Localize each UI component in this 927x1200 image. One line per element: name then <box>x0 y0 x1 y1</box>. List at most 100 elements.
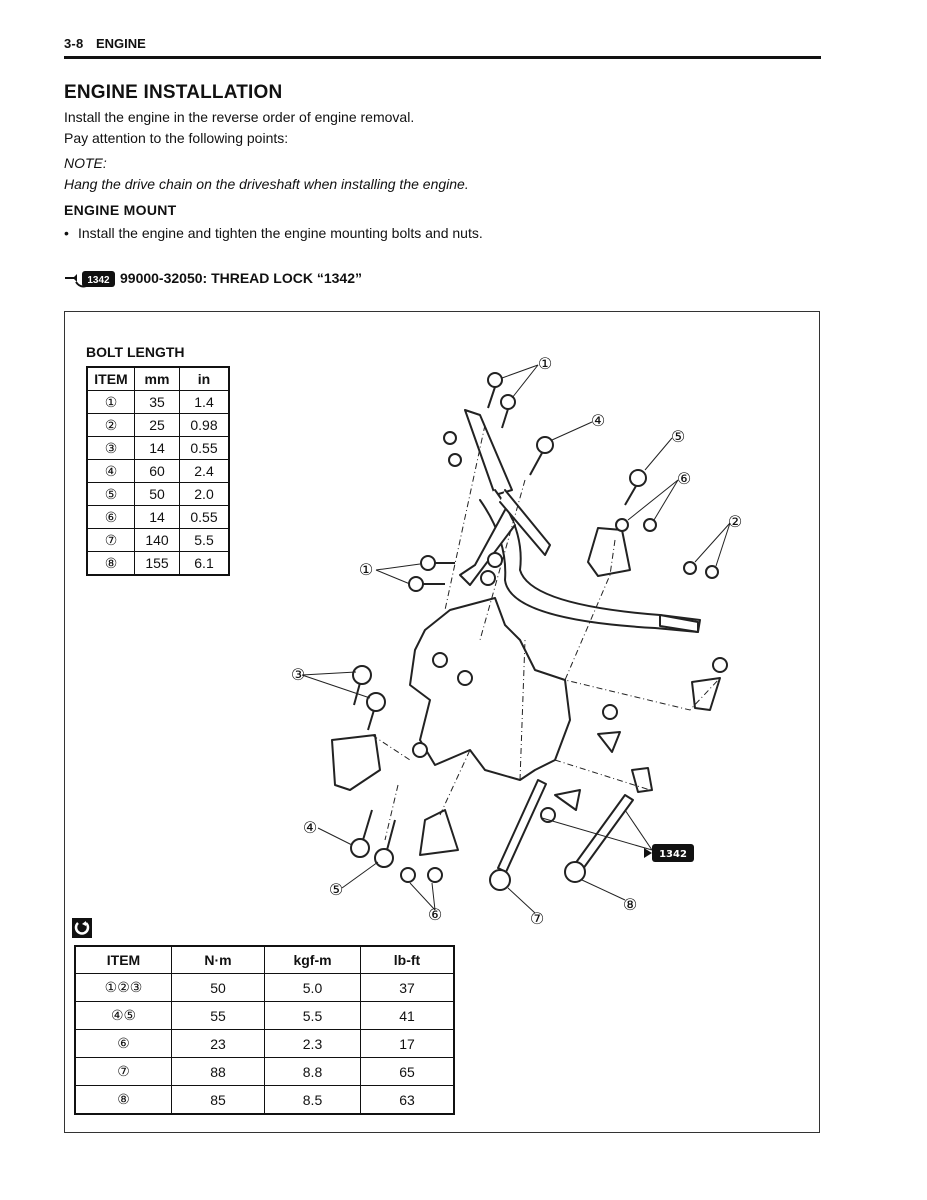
callout-5-bottom: ⑤ <box>329 880 343 899</box>
bolt-4-bottom <box>350 838 370 858</box>
engine-outline <box>409 597 571 781</box>
bullet-text: Install the engine and tighten the engin… <box>78 225 483 241</box>
through-bolt-7 <box>497 779 547 873</box>
table-cell: 14 <box>134 505 180 529</box>
table-cell: 5.0 <box>264 973 361 1002</box>
table-cell: 2.4 <box>179 459 230 483</box>
bolt-6c <box>400 867 416 883</box>
callout-7: ⑦ <box>530 909 544 928</box>
bolt-5-bottom <box>374 848 394 868</box>
note-heading: NOTE: <box>64 155 107 171</box>
table-cell: 85 <box>171 1085 265 1115</box>
table-cell: ② <box>86 413 135 437</box>
table-cell: 140 <box>134 528 180 552</box>
bolt-6d <box>427 867 443 883</box>
table-header-row: ITEM N·m kgf-m lb-ft <box>74 945 455 974</box>
table-cell: 8.8 <box>264 1057 361 1086</box>
table-cell: ⑥ <box>74 1029 172 1058</box>
table-cell: 63 <box>360 1085 455 1115</box>
column-header: mm <box>134 366 180 391</box>
callout-1-top: ① <box>538 354 552 373</box>
callout-4-top: ④ <box>591 411 605 430</box>
table-cell: 5.5 <box>179 528 230 552</box>
table-cell: 65 <box>360 1057 455 1086</box>
column-header: ITEM <box>86 366 135 391</box>
table-cell: 0.98 <box>179 413 230 437</box>
table-cell: ①②③ <box>74 973 172 1002</box>
table-cell: ⑤ <box>86 482 135 506</box>
table-cell: 1.4 <box>179 390 230 414</box>
frame-tube-upper <box>499 489 551 556</box>
bolt-2a <box>683 561 697 575</box>
bolt-2b <box>705 565 719 579</box>
table-cell: 60 <box>134 459 180 483</box>
table-cell: ① <box>86 390 135 414</box>
through-bolt-8 <box>571 794 634 874</box>
callout-5-top: ⑤ <box>671 427 685 446</box>
thread-lock-tag: 1342 <box>644 844 694 862</box>
table-cell: 35 <box>134 390 180 414</box>
column-header: N·m <box>171 945 265 974</box>
callout-6-bottom: ⑥ <box>428 905 442 924</box>
callout-3: ③ <box>291 665 305 684</box>
column-header: in <box>179 366 230 391</box>
callout-8: ⑧ <box>623 895 637 914</box>
bolt-5-top <box>629 469 647 487</box>
table-cell: 2.0 <box>179 482 230 506</box>
callout-6-top: ⑥ <box>677 469 691 488</box>
table-cell: 2.3 <box>264 1029 361 1058</box>
table-cell: ③ <box>86 436 135 460</box>
bracket-right <box>587 527 631 577</box>
bullet-dot: • <box>64 225 69 241</box>
intro-line-2: Pay attention to the following points: <box>64 130 289 146</box>
table-cell: 6.1 <box>179 551 230 576</box>
table-cell: ⑧ <box>86 551 135 576</box>
bolt-3a <box>352 665 372 685</box>
bracket-left <box>331 734 381 791</box>
column-header: lb-ft <box>360 945 455 974</box>
table-cell: 37 <box>360 973 455 1002</box>
callout-2: ② <box>728 512 742 531</box>
bolt-1a <box>487 372 503 388</box>
page-title: ENGINE INSTALLATION <box>64 82 283 103</box>
table-cell: ④⑤ <box>74 1001 172 1030</box>
engine-mount-diagram: ① ④ ⑤ ⑥ ② ① ③ ④ ⑤ ⑥ ⑦ ⑧ 1342 <box>291 354 742 928</box>
nut-3a <box>443 431 457 445</box>
table-cell: 50 <box>171 973 265 1002</box>
table-cell: 41 <box>360 1001 455 1030</box>
callout-1-left: ① <box>359 560 373 579</box>
figure-frame <box>64 311 820 1133</box>
section-title: ENGINE <box>96 36 146 51</box>
bolt-8-head <box>564 861 586 883</box>
thread-lock-text: 99000-32050: THREAD LOCK “1342” <box>120 270 362 286</box>
note-text: Hang the drive chain on the driveshaft w… <box>64 176 469 192</box>
table-cell: ⑦ <box>86 528 135 552</box>
table-cell: 55 <box>171 1001 265 1030</box>
table-cell: 25 <box>134 413 180 437</box>
bolt-6b <box>643 518 657 532</box>
page-number: 3-8 <box>64 36 84 51</box>
nut-3b <box>448 453 462 467</box>
thread-lock-icon-label: 1342 <box>87 275 110 286</box>
bolt-length-title: BOLT LENGTH <box>86 344 185 360</box>
table-cell: ⑥ <box>86 505 135 529</box>
table-cell: 14 <box>134 436 180 460</box>
bolt-1c <box>420 555 436 571</box>
table-cell: ④ <box>86 459 135 483</box>
table-header-row: ITEM mm in <box>86 366 230 391</box>
table-cell: ⑦ <box>74 1057 172 1086</box>
svg-text:1342: 1342 <box>659 849 687 860</box>
